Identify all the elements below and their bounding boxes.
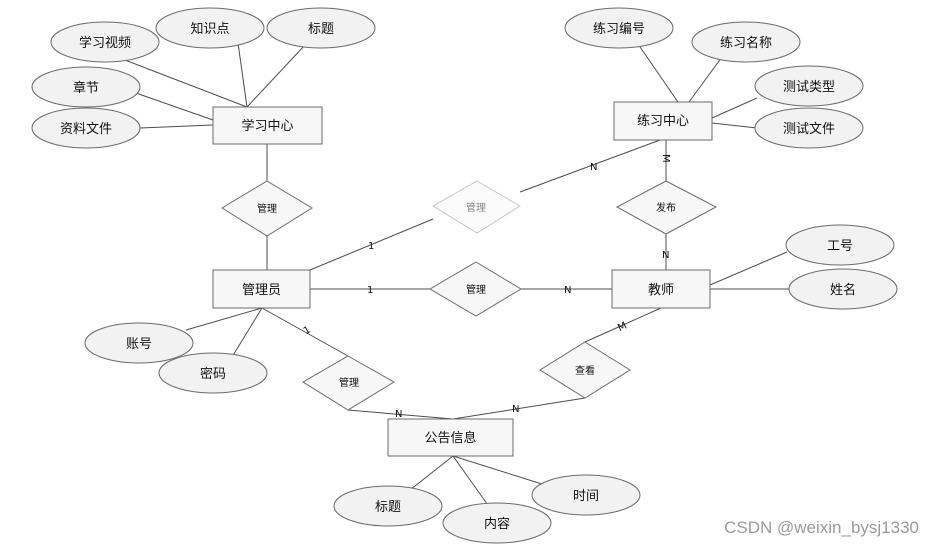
- card-admin-manage-practice: 1: [368, 241, 374, 252]
- attr-notice-title-label: 标题: [375, 500, 401, 515]
- entity-study-center-label: 学习中心: [241, 118, 293, 134]
- attr-study-video-label: 学习视频: [79, 35, 131, 51]
- card-admin-manage-teacher: 1: [367, 285, 373, 296]
- card-practice-manage-admin: N: [590, 162, 597, 173]
- connector-practice-no: [637, 43, 679, 103]
- watermark: CSDN @weixin_bysj1330: [724, 518, 919, 537]
- card-teacher-manage-admin: N: [564, 285, 571, 296]
- connector-teacher-jobno: [709, 251, 788, 286]
- relation-publish-label: 发布: [656, 201, 676, 214]
- attr-material-file: 资料文件: [31, 107, 141, 149]
- connector-admin-manage-notice-b: [347, 409, 454, 420]
- attr-material-file-label: 资料文件: [60, 122, 112, 137]
- attr-notice-content-label: 内容: [484, 516, 510, 532]
- attr-test-type-label: 测试类型: [783, 80, 835, 95]
- relation-manage-practice: 管理: [432, 180, 521, 234]
- attr-test-file: 测试文件: [754, 107, 864, 149]
- connectors: [111, 42, 790, 509]
- connector-notice-title: [409, 455, 454, 491]
- attr-chapter: 章节: [31, 66, 141, 108]
- entity-admin: 管理员: [212, 269, 311, 309]
- connector-admin-password: [231, 307, 263, 358]
- attr-exercise-name-label: 练习名称: [720, 35, 772, 51]
- connector-practice-testtype: [711, 97, 758, 119]
- entity-teacher-label: 教师: [648, 282, 674, 298]
- entity-practice-center: 练习中心: [613, 101, 713, 141]
- connector-admin-manage-practice-b: [519, 139, 661, 193]
- connector-notice-time: [452, 455, 546, 486]
- card-practice-publish: M: [660, 154, 671, 163]
- attr-test-file-label: 测试文件: [783, 122, 835, 137]
- connector-study-knowledge: [237, 42, 248, 108]
- attr-study-title: 标题: [266, 7, 376, 49]
- relation-manage-teacher: 管理: [429, 261, 522, 317]
- relation-manage-teacher-label: 管理: [466, 283, 486, 296]
- attr-notice-time: 时间: [531, 474, 641, 516]
- relation-manage-notice: 管理: [302, 355, 395, 411]
- entity-practice-center-label: 练习中心: [637, 114, 689, 129]
- card-teacher-publish: N: [662, 250, 669, 261]
- connector-study-title: [246, 44, 306, 108]
- attr-account-label: 账号: [126, 337, 152, 352]
- attr-chapter-label: 章节: [73, 80, 99, 96]
- attr-notice-title: 标题: [333, 485, 443, 527]
- connector-study-video: [111, 54, 248, 108]
- connector-notice-content: [452, 455, 491, 509]
- attr-teacher-name-label: 姓名: [830, 282, 856, 298]
- connector-practice-testfile: [711, 122, 758, 129]
- connector-teacher-view-notice-a: [584, 307, 662, 343]
- entity-study-center: 学习中心: [212, 106, 323, 145]
- attr-exercise-no-label: 练习编号: [593, 22, 645, 37]
- connector-practice-name: [688, 56, 723, 103]
- card-admin-manage-notice: 1: [302, 324, 313, 337]
- attr-password: 密码: [158, 352, 268, 394]
- connector-admin-account: [185, 307, 263, 331]
- attr-teacher-name: 姓名: [788, 268, 898, 310]
- attr-exercise-no: 练习编号: [564, 7, 674, 49]
- relation-manage-study-label: 管理: [257, 202, 277, 215]
- card-teacher-view-notice: M: [616, 321, 628, 335]
- attr-notice-content: 内容: [442, 502, 552, 544]
- card-notice-view-teacher: N: [512, 404, 519, 415]
- entity-teacher: 教师: [611, 269, 711, 309]
- relation-view-notice-label: 查看: [575, 364, 595, 377]
- entity-notice: 公告信息: [387, 418, 514, 457]
- connector-admin-manage-notice-a: [261, 307, 349, 357]
- relation-manage-practice-label: 管理: [466, 201, 486, 214]
- attr-test-type: 测试类型: [754, 65, 864, 107]
- attr-password-label: 密码: [200, 366, 226, 382]
- relation-manage-study: 管理: [221, 180, 313, 237]
- entity-notice-label: 公告信息: [424, 430, 476, 446]
- attr-notice-time-label: 时间: [573, 489, 599, 504]
- entity-admin-label: 管理员: [242, 283, 281, 298]
- connector-study-chapter: [132, 91, 214, 121]
- attr-study-video: 学习视频: [50, 21, 160, 63]
- relation-manage-notice-label: 管理: [339, 376, 359, 389]
- relation-view-notice: 查看: [539, 341, 631, 399]
- connector-admin-manage-practice-a: [309, 218, 434, 271]
- attr-account: 账号: [84, 322, 194, 364]
- connector-study-material: [139, 124, 214, 129]
- cardinality-labels: 1 N M N 1 N 1 N N M: [302, 154, 671, 420]
- attr-knowledge-point: 知识点: [155, 7, 265, 49]
- attr-job-no-label: 工号: [827, 239, 853, 254]
- attr-study-title-label: 标题: [308, 22, 334, 37]
- relation-publish: 发布: [615, 180, 718, 235]
- attr-exercise-name: 练习名称: [691, 21, 801, 63]
- attr-job-no: 工号: [785, 224, 895, 266]
- connector-teacher-view-notice-b: [452, 397, 586, 420]
- card-notice-manage-admin: N: [395, 409, 402, 420]
- attr-knowledge-point-label: 知识点: [190, 21, 229, 37]
